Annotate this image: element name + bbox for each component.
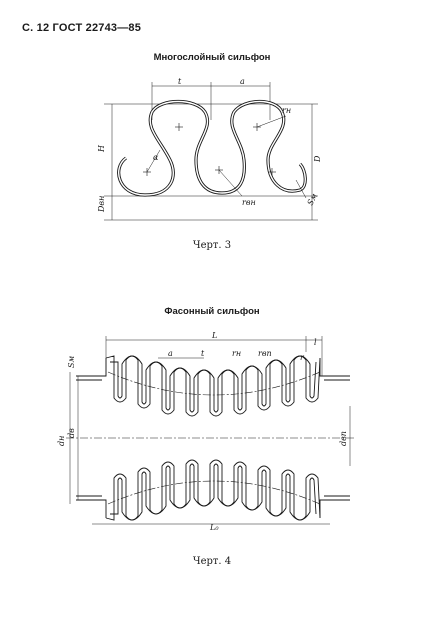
fig3-label-alpha: α: [153, 153, 159, 162]
fig4-label-L0: L₀: [209, 523, 219, 532]
fig4-label-rvn: rвп: [258, 349, 272, 358]
fig4-label-rn: rн: [232, 349, 241, 358]
fig4-label-l: l: [314, 338, 317, 347]
fig3-label-Dvn: Dвн: [97, 196, 106, 213]
fig4-bottom-corrugation: [105, 459, 321, 521]
fig4-label-Sm: Sм: [67, 356, 76, 368]
fig4-label-t: t: [201, 349, 205, 358]
fig4-top-corrugation: [105, 355, 321, 417]
fig4-label-r: r: [300, 353, 305, 362]
fig3-label-t: t: [178, 77, 182, 86]
fig4-label-dn: dн: [57, 436, 66, 446]
fig3-bellows-gap: [118, 100, 306, 196]
fig4-right-tube: [319, 358, 350, 518]
fig3-label-rvn: rвн: [242, 198, 256, 207]
fig4-label-dvn: dвп: [339, 431, 348, 446]
figure-3-caption: Черт. 3: [192, 240, 232, 251]
fig3-label-a: a: [240, 77, 245, 86]
fig4-left-tube: [76, 358, 107, 518]
fig3-label-D: D: [313, 155, 322, 163]
fig4-label-a: a: [168, 349, 173, 358]
fig3-label-rn: rн: [282, 106, 291, 115]
fig4-label-dv: dв: [67, 428, 76, 438]
page-header: С. 12 ГОСТ 22743—85: [22, 22, 142, 34]
fig4-label-L: L: [211, 331, 217, 340]
figure-3-title: Многослойный сильфон: [153, 52, 271, 63]
figure-4-title: Фасонный сильфон: [164, 306, 260, 317]
figure-4-caption: Черт. 4: [192, 556, 232, 567]
fig3-label-H: H: [97, 144, 106, 153]
